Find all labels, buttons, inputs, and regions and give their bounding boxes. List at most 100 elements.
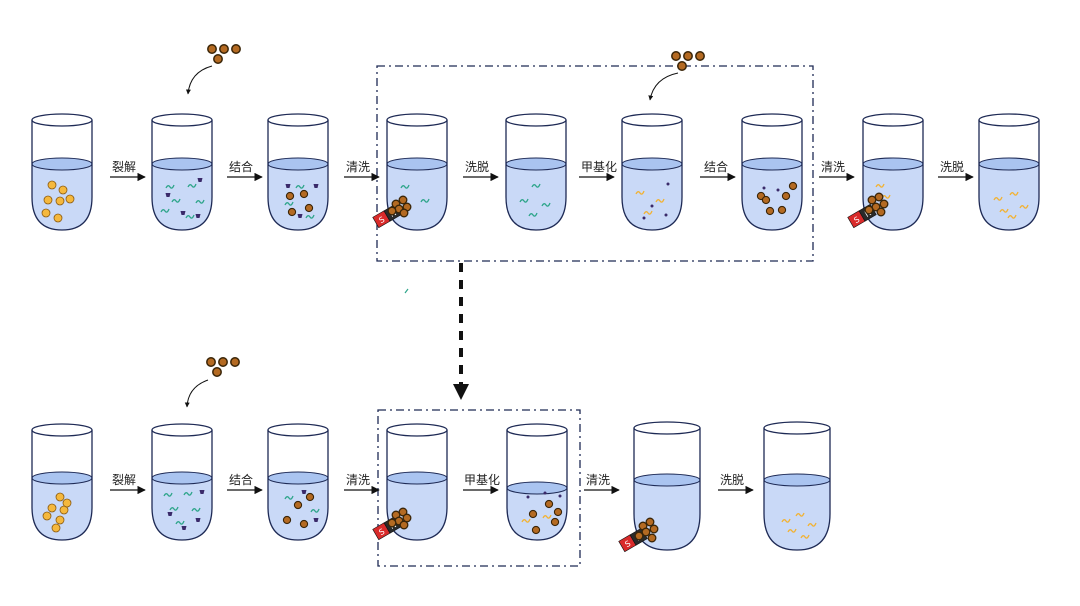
liquid bbox=[387, 164, 447, 230]
liquid bbox=[622, 164, 682, 230]
tube-rim bbox=[151, 423, 213, 437]
cell bbox=[53, 213, 63, 223]
cell bbox=[51, 523, 61, 533]
bead bbox=[212, 367, 222, 377]
liquid-surface bbox=[763, 473, 831, 487]
cell bbox=[47, 503, 57, 513]
tube-rim bbox=[621, 113, 683, 127]
liquid-surface bbox=[621, 157, 683, 171]
bead bbox=[765, 206, 775, 216]
tube-bottom-6-wash bbox=[633, 421, 701, 551]
magnet-south-label: S bbox=[852, 215, 861, 225]
dna-fragment bbox=[521, 518, 531, 523]
methyl-group bbox=[526, 495, 530, 499]
magnet-top-1-beads bbox=[387, 195, 412, 218]
dna-fragment bbox=[310, 508, 320, 513]
tube-wall bbox=[386, 430, 448, 541]
dna-fragment bbox=[519, 198, 529, 203]
protein bbox=[197, 178, 203, 182]
protein bbox=[313, 184, 319, 188]
liquid-surface bbox=[506, 481, 568, 495]
liquid-surface bbox=[267, 157, 329, 171]
tube-rim bbox=[267, 113, 329, 127]
magnet-bottom-2-beads bbox=[634, 517, 659, 543]
bead bbox=[531, 525, 541, 535]
bead bbox=[544, 499, 554, 509]
dna-fragment bbox=[875, 183, 885, 188]
tube-rim bbox=[505, 113, 567, 127]
label-wash2-bottom: 清洗 bbox=[586, 473, 610, 487]
protein bbox=[285, 184, 291, 188]
methyl-group bbox=[543, 491, 547, 495]
dna-fragment bbox=[807, 522, 817, 527]
liquid-surface bbox=[31, 157, 93, 171]
protein bbox=[297, 214, 303, 218]
dna-fragment bbox=[420, 198, 430, 203]
dna-fragment bbox=[528, 212, 538, 217]
cell bbox=[55, 515, 65, 525]
dna-fragment bbox=[171, 198, 181, 203]
tube-top-1-cells bbox=[31, 113, 93, 231]
liquid-surface bbox=[386, 471, 448, 485]
captured-bead bbox=[876, 207, 886, 217]
bead bbox=[695, 51, 705, 61]
tube-bottom-1-cells bbox=[31, 423, 93, 541]
liquid bbox=[387, 478, 447, 540]
cell bbox=[47, 180, 57, 190]
connector-arrow-head bbox=[453, 384, 469, 400]
tube-rim bbox=[506, 423, 568, 437]
curved-arrow-bottom bbox=[184, 379, 209, 408]
tube-bottom-7-elution bbox=[763, 421, 831, 551]
bead bbox=[777, 205, 787, 215]
tube-rim bbox=[151, 113, 213, 127]
tube-rim bbox=[741, 113, 803, 127]
bead bbox=[213, 54, 223, 64]
cell bbox=[58, 185, 68, 195]
label-lysis-top: 裂解 bbox=[112, 160, 136, 174]
dna-fragment bbox=[187, 183, 197, 188]
magnet-bottom-1-beads bbox=[387, 507, 412, 530]
bead bbox=[299, 519, 309, 529]
dna-fragment bbox=[1019, 204, 1029, 209]
cell bbox=[55, 492, 65, 502]
dna-fragment bbox=[284, 201, 294, 206]
liquid-surface bbox=[505, 157, 567, 171]
tube-wall bbox=[621, 120, 683, 231]
bead-group-bottom bbox=[206, 357, 240, 377]
tube-wall bbox=[763, 428, 831, 551]
bead bbox=[230, 357, 240, 367]
tube-bottom-3-binding bbox=[267, 423, 329, 541]
captured-bead bbox=[874, 192, 884, 202]
liquid bbox=[742, 164, 802, 230]
tube-top-9-elution bbox=[978, 113, 1040, 231]
magnet-top-2-beads bbox=[864, 192, 889, 217]
captured-bead bbox=[645, 517, 655, 527]
liquid bbox=[32, 164, 92, 230]
liquid bbox=[152, 164, 212, 230]
captured-bead bbox=[387, 206, 397, 216]
protein bbox=[165, 193, 171, 197]
dna-fragment bbox=[655, 198, 665, 203]
methyl-group bbox=[664, 213, 668, 217]
dna-fragment bbox=[191, 507, 201, 512]
bead bbox=[293, 500, 303, 510]
dna-fragment bbox=[1009, 191, 1019, 196]
tube-wall bbox=[741, 120, 803, 231]
tube-rim bbox=[862, 113, 924, 127]
tube-bottom-5-methylation bbox=[506, 423, 568, 541]
bead bbox=[299, 189, 309, 199]
bead bbox=[207, 44, 217, 54]
magnet-south-label: S bbox=[623, 539, 632, 549]
captured-bead bbox=[387, 518, 397, 528]
curved-arrow-top-1 bbox=[185, 65, 213, 95]
tube-top-6-methylation bbox=[621, 113, 683, 231]
label-methylation-top: 甲基化 bbox=[581, 160, 617, 174]
bead bbox=[671, 51, 681, 61]
tube-wall bbox=[31, 120, 93, 231]
dna-fragment bbox=[999, 208, 1009, 213]
label-binding-top: 结合 bbox=[229, 159, 253, 174]
tube-top-5-elution bbox=[505, 113, 567, 231]
cell bbox=[42, 511, 52, 521]
tube-rim bbox=[978, 113, 1040, 127]
captured-bead bbox=[864, 205, 874, 215]
